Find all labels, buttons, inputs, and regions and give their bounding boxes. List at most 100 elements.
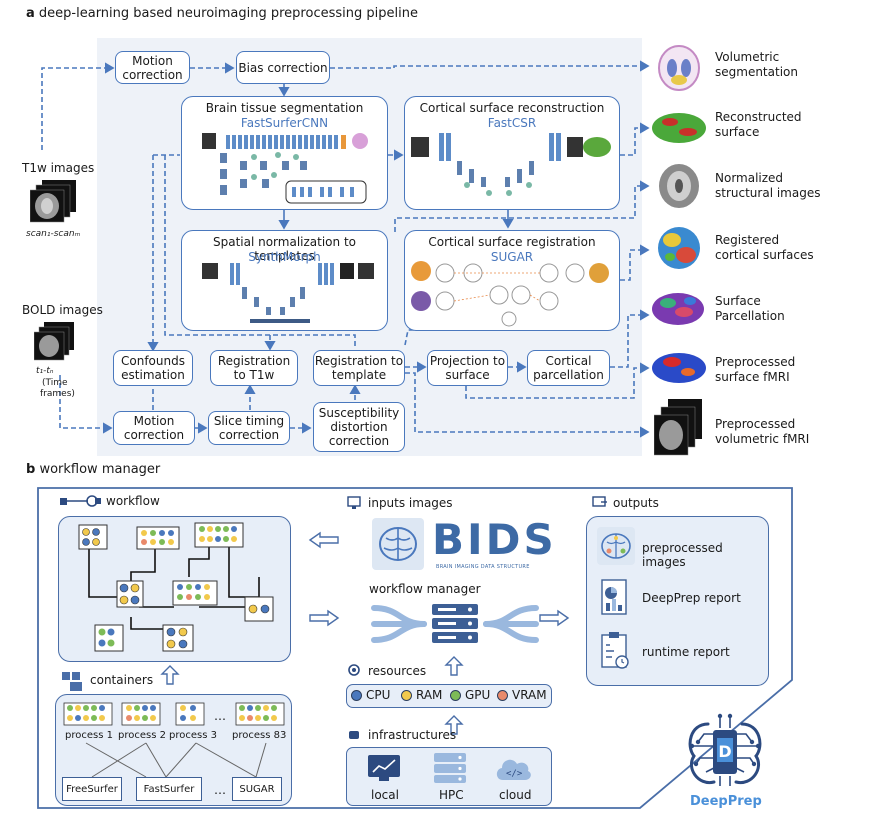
workflow-manager-icon bbox=[371, 604, 539, 643]
cortical-recon-title: Cortical surface reconstruction bbox=[419, 101, 605, 115]
panel-a-title: a deep-learning based neuroimaging prepr… bbox=[26, 6, 418, 21]
reg-template-label: Registration to template bbox=[314, 354, 404, 382]
deepprep-report-icon bbox=[601, 579, 627, 615]
panel-b-title: b workflow manager bbox=[26, 462, 160, 477]
surface-brain-icon bbox=[652, 113, 706, 143]
resource-gpu: GPU bbox=[450, 688, 490, 702]
t1w-images-label: T1w images bbox=[22, 161, 95, 175]
process-83-label: process 83 bbox=[232, 730, 287, 741]
resource-vram: VRAM bbox=[497, 688, 547, 702]
container-sugar-label: SUGAR bbox=[239, 783, 275, 795]
volumetric-fmri-icon bbox=[654, 399, 702, 456]
output-runtime-report-label: runtime report bbox=[642, 645, 730, 659]
cloud-icon: </> bbox=[496, 759, 531, 780]
preprocessed-images-icon-box bbox=[597, 527, 635, 565]
susceptibility-label: Susceptibility distortion correction bbox=[318, 406, 400, 448]
containers-box: process 1 process 2 process 3 … process … bbox=[55, 694, 292, 806]
process-3-label: process 3 bbox=[169, 730, 217, 741]
slice-timing-label: Slice timing correction bbox=[213, 414, 285, 442]
cortical-reg-model: SUGAR bbox=[490, 250, 534, 264]
motion-correction-bottom-label: Motion correction bbox=[123, 414, 185, 442]
fastcsr-network-diagram bbox=[411, 133, 611, 196]
registration-template-box: Registration to template bbox=[313, 350, 405, 386]
containers-to-workflow-arrow bbox=[160, 665, 180, 685]
spatial-norm-title: Spatial normalization to templates bbox=[212, 235, 356, 263]
resource-gpu-label: GPU bbox=[465, 688, 491, 702]
synthmorph-network-diagram bbox=[202, 263, 374, 323]
spatial-norm-model: SynthMorph bbox=[248, 250, 321, 264]
infra-cloud-label: cloud bbox=[499, 788, 532, 802]
parcellation-label: Cortical parcellation bbox=[533, 354, 604, 382]
workflow-label: workflow bbox=[106, 494, 160, 508]
outputs-icon bbox=[592, 496, 607, 507]
bids-brain-icon-box bbox=[372, 518, 424, 570]
container-freesurfer-label: FreeSurfer bbox=[66, 783, 118, 795]
ram-dot-icon bbox=[401, 689, 412, 701]
infrastructures-icon bbox=[349, 731, 359, 739]
manager-to-outputs-arrow bbox=[539, 609, 570, 627]
bids-to-workflow-arrow bbox=[308, 531, 339, 549]
resources-bar: CPU RAM GPU VRAM bbox=[346, 684, 552, 708]
process-2-label: process 2 bbox=[118, 730, 166, 741]
output-preprocessed-images-label: preprocessed images bbox=[642, 541, 723, 569]
containers-label: containers bbox=[90, 673, 154, 687]
panel-a-letter: a bbox=[26, 6, 35, 21]
projection-label: Projection to surface bbox=[429, 354, 506, 382]
runtime-report-icon bbox=[601, 632, 629, 669]
hpc-server-icon bbox=[434, 753, 466, 783]
projection-surface-box: Projection to surface bbox=[427, 350, 508, 386]
bids-logo-subtitle: BRAIN IMAGING DATA STRUCTURE bbox=[436, 564, 530, 570]
svg-text:</>: </> bbox=[506, 769, 523, 779]
sphere-icon bbox=[658, 227, 700, 269]
inputs-images-icon bbox=[347, 496, 361, 509]
output-label-3: Normalized structural images bbox=[715, 171, 821, 200]
slice-timing-box: Slice timing correction bbox=[208, 411, 290, 445]
reg-t1w-label: Registration to T1w bbox=[217, 354, 291, 382]
pipeline-connections bbox=[41, 60, 650, 438]
bold-caption-2: (Time bbox=[42, 378, 68, 388]
infrastructures-box: </> local HPC cloud bbox=[346, 747, 552, 806]
infra-local-label: local bbox=[371, 788, 399, 802]
process-ellipsis-label: … bbox=[214, 709, 226, 723]
motion-correction-bottom-box: Motion correction bbox=[113, 411, 195, 445]
segmentation-brain-icon bbox=[658, 45, 700, 91]
resource-cpu: CPU bbox=[351, 688, 390, 702]
susceptibility-distortion-box: Susceptibility distortion correction bbox=[313, 402, 405, 452]
t1w-caption: scan₁-scanₘ bbox=[26, 229, 81, 239]
resources-icon bbox=[348, 664, 360, 676]
bids-logo: BIDS BRAIN IMAGING DATA STRUCTURE bbox=[372, 518, 554, 572]
cortical-surface-reconstruction-box: Cortical surface reconstruction FastCSR bbox=[404, 96, 620, 210]
resource-vram-label: VRAM bbox=[512, 688, 547, 702]
output-label-1: Volumetric segmentation bbox=[715, 50, 798, 79]
cpu-dot-icon bbox=[351, 689, 362, 701]
parcellation-brain-icon bbox=[652, 293, 704, 325]
gpu-dot-icon bbox=[450, 689, 461, 701]
output-label-2: Reconstructed surface bbox=[715, 110, 802, 139]
outputs-box: preprocessed images DeepPrep report runt… bbox=[586, 516, 769, 686]
bias-correction-label: Bias correction bbox=[238, 60, 328, 75]
resources-label: resources bbox=[368, 664, 427, 678]
container-sugar: SUGAR bbox=[232, 777, 282, 801]
container-fastsurfer: FastSurfer bbox=[136, 777, 202, 801]
brain-icon bbox=[601, 533, 631, 559]
bids-logo-text: BIDS bbox=[432, 515, 557, 564]
fastsurfercnn-network-diagram bbox=[202, 133, 368, 204]
svg-text:D: D bbox=[718, 742, 731, 761]
sugar-network-diagram bbox=[411, 261, 609, 327]
panel-b-letter: b bbox=[26, 462, 36, 477]
workflow-box bbox=[58, 516, 291, 662]
infra-hpc-label: HPC bbox=[439, 788, 464, 802]
workflow-to-manager-arrow bbox=[309, 609, 340, 627]
surface-fmri-icon bbox=[652, 353, 706, 383]
brain-tissue-segmentation-box: Brain tissue segmentation FastSurferCNN bbox=[181, 96, 388, 210]
bold-images-label: BOLD images bbox=[22, 303, 103, 317]
resource-ram: RAM bbox=[401, 688, 442, 702]
resource-cpu-label: CPU bbox=[366, 688, 391, 702]
brain-tissue-model: FastSurferCNN bbox=[240, 116, 329, 130]
container-freesurfer: FreeSurfer bbox=[62, 777, 122, 801]
confounds-estimation-box: Confounds estimation bbox=[113, 350, 193, 386]
deepprep-logo-icon: D bbox=[688, 713, 762, 786]
deepprep-brand-text: DeepPrep bbox=[690, 794, 762, 809]
resources-to-manager-arrow bbox=[444, 656, 464, 676]
bias-correction-box: Bias correction bbox=[236, 51, 330, 84]
